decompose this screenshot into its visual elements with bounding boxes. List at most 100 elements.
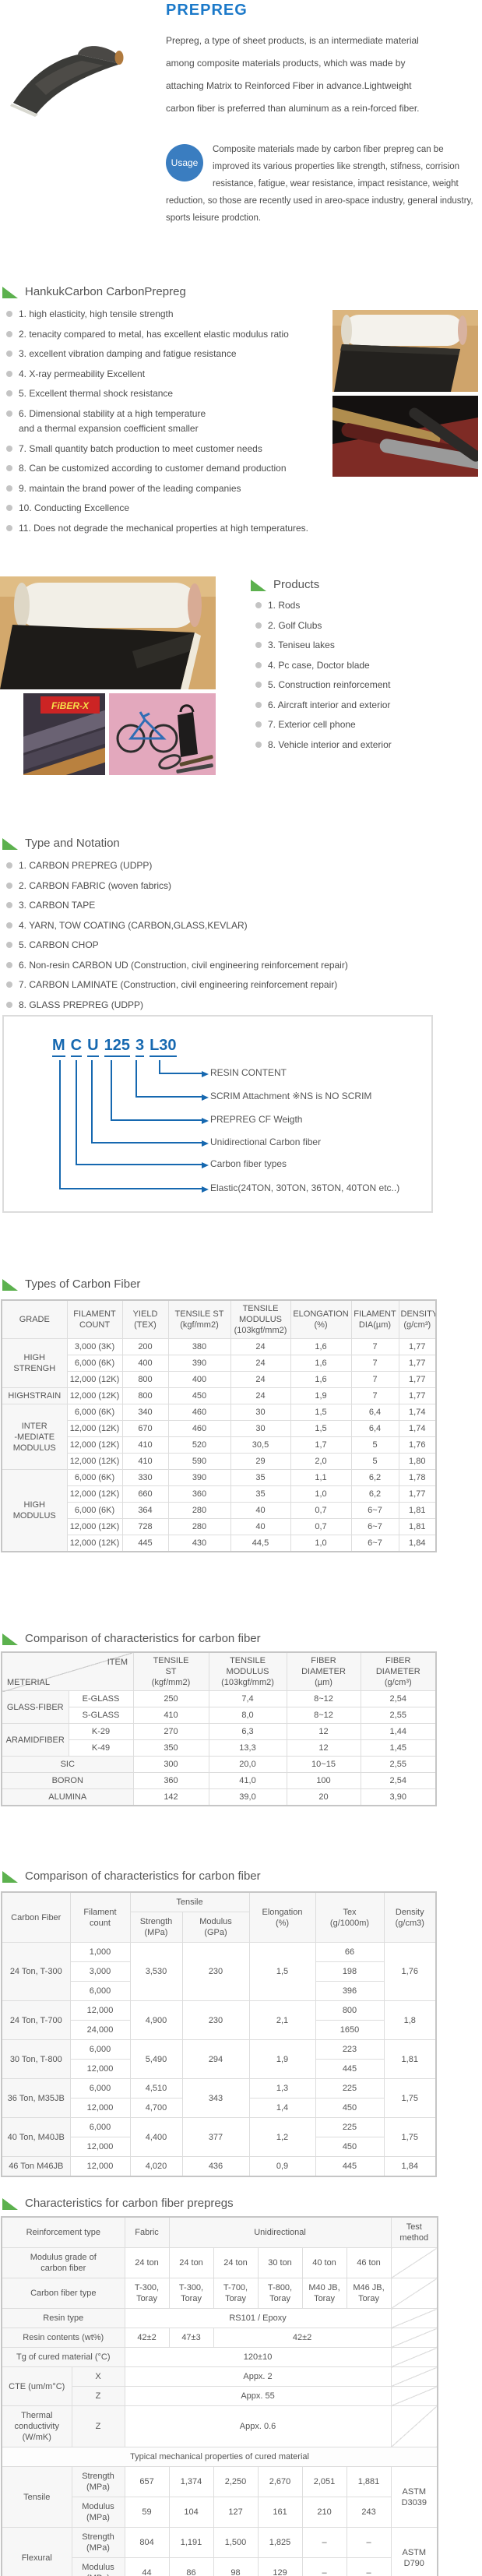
table-cell: 2,55 (360, 1707, 437, 1724)
table-cell: 46 Ton M46JB (1, 2156, 71, 2177)
table-cell: 1,0 (290, 1485, 352, 1503)
table-cell (390, 2405, 438, 2447)
table-cell: 400 (167, 1371, 231, 1388)
table-cell: 6,000 (6K) (66, 1502, 123, 1519)
table-cell: 6,000 (6K) (66, 1355, 123, 1372)
table-cell: 377 (181, 2117, 250, 2157)
table-cell: M46 JB, Toray (346, 2278, 392, 2309)
table-cell: 4,020 (129, 2156, 183, 2177)
table-cell: 520 (167, 1436, 231, 1454)
table-cell: 24 (230, 1355, 291, 1372)
prepreg-roll-illustration (4, 23, 128, 118)
table-cell: 8~12 (286, 1707, 361, 1724)
table-cell: 4,900 (129, 2000, 183, 2040)
table-cell: 450 (167, 1387, 231, 1404)
table-cell (390, 2308, 438, 2328)
white-roll-illustration (332, 310, 478, 392)
table-cell: 100 (286, 1772, 361, 1789)
table-cell: 445 (315, 2156, 385, 2177)
table-cell: 2,55 (360, 1756, 437, 1773)
list-item-text: 11. Does not degrade the mechanical prop… (19, 522, 308, 534)
list-item-text: 5. CARBON CHOP (19, 939, 99, 950)
list-item-text: 5. Excellent thermal shock resistance (19, 388, 174, 399)
table-cell: 12,000 (69, 2098, 131, 2118)
table-cell: RS101 / Epoxy (124, 2308, 392, 2328)
table-cell: 460 (167, 1420, 231, 1437)
table-cell: GLASS-FIBER (1, 1690, 69, 1724)
connector-line (59, 1060, 209, 1193)
table-cell (390, 2247, 438, 2278)
table-cell: 1,74 (398, 1404, 437, 1421)
table-cell: 7 (350, 1355, 399, 1372)
comparison1-heading: Comparison of characteristics for carbon… (2, 1632, 261, 1645)
bullet-icon (255, 721, 262, 728)
table-cell: 450 (315, 2098, 385, 2118)
table-cell: 8~12 (286, 1690, 361, 1707)
list-item-text: 2. Golf Clubs (268, 619, 322, 631)
table-cell: 30 ton (257, 2247, 303, 2278)
table-cell: Z (71, 2405, 125, 2447)
table-cell: TENSILE MODULUS (103kgf/mm2) (208, 1651, 287, 1691)
table-cell: 1,9 (248, 2039, 316, 2079)
table-cell: 1,78 (398, 1469, 437, 1486)
table-cell: 360 (132, 1772, 209, 1789)
table-cell: 161 (257, 2497, 303, 2528)
table-cell: 1,81 (398, 1502, 437, 1519)
table-cell: 40 (230, 1502, 291, 1519)
code-segment: L30 (150, 1037, 177, 1057)
table-cell: ALUMINA (1, 1788, 134, 1806)
green-triangle-icon (2, 287, 18, 298)
comparison1-table: TENSILE ST (kgf/mm2)TENSILE MODULUS (103… (1, 1651, 437, 1806)
table-cell: T-800, Toray (257, 2278, 303, 2309)
table-cell: 12,000 (69, 2137, 131, 2157)
code-segment: 125 (104, 1037, 130, 1057)
table-cell: 0,9 (248, 2156, 316, 2177)
list-item: 7. CARBON LAMINATE (Construction, civil … (6, 978, 473, 993)
table-cell: Density (g/cm3) (383, 1891, 437, 1943)
table-cell: TENSILE ST (kgf/mm2) (167, 1299, 231, 1339)
table-cell: 44 (124, 2557, 170, 2576)
table-cell (390, 2328, 438, 2348)
notation-label: Unidirectional Carbon fiber (210, 1136, 322, 1147)
table-cell: 1,75 (383, 2117, 437, 2157)
table-cell: Appx. 2 (124, 2366, 392, 2387)
code-segment: U (87, 1037, 99, 1057)
table-cell: BORON (1, 1772, 134, 1789)
list-item: 6. Non-resin CARBON UD (Construction, ci… (6, 958, 473, 974)
table-cell: 24 (230, 1371, 291, 1388)
table-cell: Thermal conductivity (W/mK) (1, 2405, 72, 2447)
table-cell: – (301, 2527, 347, 2558)
table-cell: Modulus (GPa) (181, 1912, 250, 1943)
table-cell: ASTM D790 (390, 2527, 438, 2576)
bullet-icon (255, 682, 262, 688)
table-cell: 44,5 (230, 1535, 291, 1552)
table-cell: 2,0 (290, 1453, 352, 1470)
list-item: 5. Construction reinforcement (255, 678, 473, 693)
features-list: 1. high elasticity, high tensile strengt… (6, 307, 325, 541)
table-cell: 1,81 (383, 2039, 437, 2079)
table-cell: 120±10 (124, 2347, 392, 2367)
table-cell: – (301, 2557, 347, 2576)
code-segment: M (52, 1037, 65, 1057)
table-cell: 5 (350, 1436, 399, 1454)
table-cell: 7 (350, 1387, 399, 1404)
table-cell: FIBER DIAMETER (g/cm³) (360, 1651, 437, 1691)
table-cell: 12 (286, 1723, 361, 1740)
table-cell: 35 (230, 1469, 291, 1486)
bullet-icon (255, 622, 262, 629)
table-cell: Test method (390, 2216, 438, 2248)
table-cell: Carbon fiber type (1, 2278, 125, 2309)
table-cell: 1,6 (290, 1355, 352, 1372)
table-cell: Tg of cured material (°C) (1, 2347, 125, 2367)
table-cell: T-700, Toray (213, 2278, 259, 2309)
table-cell: 98 (213, 2557, 259, 2576)
table-cell: INTER -MEDIATE MODULUS (1, 1404, 68, 1470)
table-cell: 1,825 (257, 2527, 303, 2558)
connector-line (111, 1060, 209, 1124)
table-cell: 1,76 (383, 1942, 437, 2001)
list-item-text: 3. excellent vibration damping and fatig… (19, 348, 237, 359)
